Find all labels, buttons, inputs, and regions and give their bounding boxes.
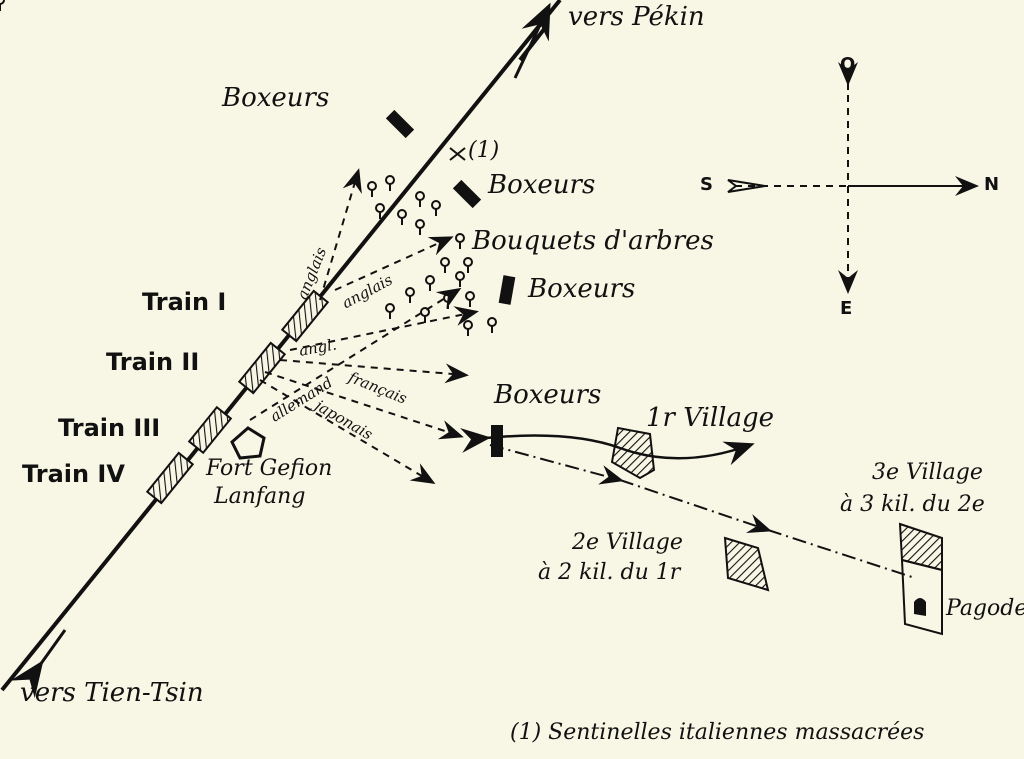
compass-label-right: N	[984, 174, 1000, 195]
train-3	[187, 405, 233, 455]
label-train-2: Train II	[106, 348, 200, 376]
label-sentinel-marker: (1)	[468, 138, 500, 163]
compass-rose	[727, 62, 979, 294]
label-pagode: Pagode	[946, 596, 1024, 621]
sentinel-marker	[449, 147, 466, 161]
compass-label-bottom: E	[840, 298, 853, 319]
train-2	[237, 341, 287, 395]
label-village-2-distance: à 2 kil. du 1r	[538, 560, 681, 585]
label-boxeurs-4: Boxeurs	[494, 380, 602, 410]
village-3-symbol	[898, 522, 943, 572]
pagoda-icon	[914, 598, 926, 616]
label-village-1: 1r Village	[646, 403, 775, 433]
pagoda-enclosure	[900, 558, 943, 636]
label-lanfang: Lanfang	[214, 484, 306, 509]
label-vers-tien-tsin: vers Tien-Tsin	[20, 678, 204, 708]
trains	[145, 289, 330, 505]
compass-label-left: S	[700, 174, 713, 195]
label-boxeurs-2: Boxeurs	[488, 170, 596, 200]
label-train-1: Train I	[142, 288, 227, 316]
label-village-3: 3e Village	[872, 460, 983, 485]
train-4	[145, 451, 195, 505]
label-boxeurs-1: Boxeurs	[222, 83, 330, 113]
label-bouquets-arbres: Bouquets d'arbres	[472, 226, 714, 256]
label-village-3-distance: à 3 kil. du 2e	[840, 492, 985, 517]
label-vers-pekin: vers Pékin	[568, 2, 705, 32]
footnote: (1) Sentinelles italiennes massacrées	[510, 720, 925, 745]
attack-curve	[459, 427, 755, 466]
troop-arrows	[249, 168, 479, 485]
label-fort-gefion: Fort Gefion	[206, 456, 333, 481]
label-village-2: 2e Village	[572, 530, 683, 555]
railway-line	[0, 0, 562, 699]
label-train-4: Train IV	[22, 460, 125, 488]
label-boxeurs-3: Boxeurs	[528, 274, 636, 304]
label-train-3: Train III	[58, 414, 161, 442]
compass-label-top: O	[840, 54, 856, 75]
village-2-symbol	[723, 536, 770, 592]
fort-gefion-symbol	[230, 426, 266, 460]
